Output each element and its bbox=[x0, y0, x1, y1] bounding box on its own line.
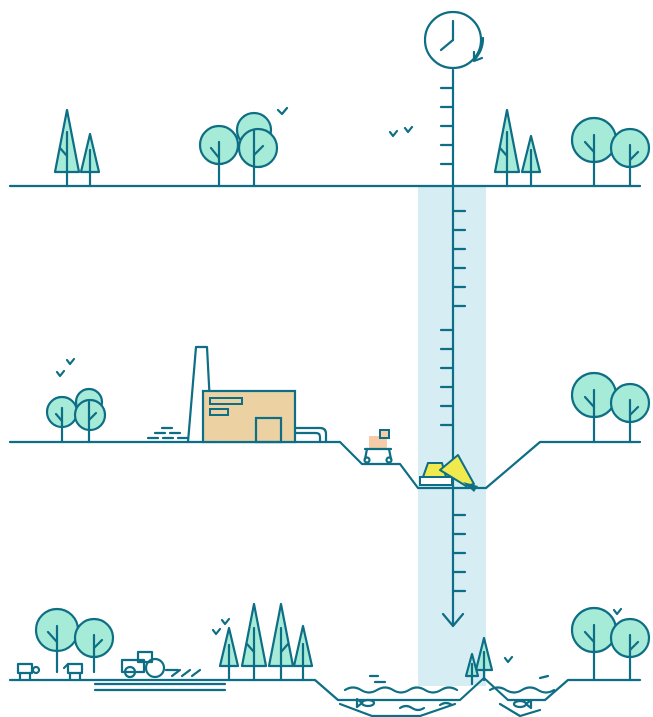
conifer-tree-icon bbox=[220, 628, 238, 680]
bricks-icon bbox=[148, 428, 188, 438]
deciduous-tree-icon bbox=[47, 397, 77, 442]
deciduous-tree-icon bbox=[611, 384, 649, 442]
bird-icon bbox=[213, 629, 220, 634]
deciduous-tree-icon bbox=[572, 373, 616, 442]
deciduous-tree-icon bbox=[237, 113, 277, 186]
factory-pipe bbox=[295, 433, 320, 442]
ground-line-pit bbox=[10, 442, 640, 488]
bird-icon bbox=[278, 108, 287, 114]
conifer-tree-icon bbox=[242, 604, 266, 680]
conifer-tree-icon bbox=[269, 604, 293, 680]
bird-icon bbox=[390, 131, 397, 136]
bird-icon bbox=[614, 609, 621, 614]
deciduous-tree-icon bbox=[611, 129, 649, 186]
deciduous-tree-icon bbox=[572, 608, 616, 680]
factory-building bbox=[203, 391, 295, 442]
deciduous-tree-icon bbox=[200, 126, 238, 186]
bird-icon bbox=[67, 359, 74, 364]
scene-natural-forest bbox=[10, 108, 649, 186]
bird-icon bbox=[405, 127, 412, 132]
furrows bbox=[95, 684, 225, 690]
bird-icon bbox=[57, 371, 64, 376]
tractor-icon bbox=[122, 652, 178, 677]
scene-industrial-mining bbox=[10, 347, 649, 492]
bird-icon bbox=[222, 619, 229, 624]
conifer-tree-icon bbox=[55, 110, 79, 186]
conifer-tree-icon bbox=[81, 134, 99, 186]
deciduous-tree-icon bbox=[36, 609, 78, 672]
deciduous-tree-icon bbox=[75, 389, 105, 442]
scene-restored-landscape bbox=[10, 604, 649, 716]
clock-icon bbox=[425, 12, 483, 68]
fish-icon bbox=[514, 700, 531, 708]
factory-pipe bbox=[295, 428, 326, 442]
cow-icon bbox=[18, 664, 39, 680]
fish-icon bbox=[357, 699, 374, 707]
deciduous-tree-icon bbox=[572, 118, 616, 186]
conifer-tree-icon bbox=[495, 110, 519, 186]
deciduous-tree-icon bbox=[611, 619, 649, 680]
sheep-icon bbox=[64, 664, 82, 680]
conifer-tree-icon bbox=[294, 626, 312, 680]
bird-icon bbox=[505, 657, 512, 662]
cart-icon bbox=[365, 430, 392, 463]
conifer-tree-icon bbox=[522, 136, 540, 186]
